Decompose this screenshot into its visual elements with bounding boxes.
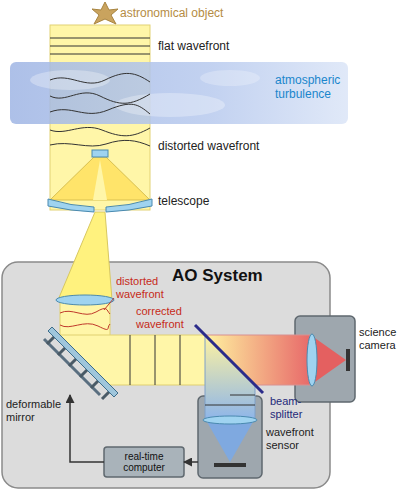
- real-time-computer: real-time computer: [104, 447, 184, 477]
- flat-wavefront-lines: [50, 38, 150, 54]
- actuator: [80, 370, 87, 377]
- reflected-light: [93, 160, 107, 200]
- cloud: [115, 93, 225, 117]
- node-label: atmospheric turbulence: [275, 74, 351, 102]
- wavefront-line: [50, 140, 150, 146]
- secondary-mirror: [92, 150, 108, 157]
- camera-lens: [307, 334, 317, 386]
- cloud: [200, 70, 260, 86]
- star-symbol: [92, 2, 118, 24]
- node-label: deformable mirror: [6, 398, 64, 423]
- telescope-label: telescope: [158, 195, 209, 209]
- light-cone: [58, 212, 112, 300]
- primary-mirror: [48, 199, 94, 212]
- mirror-actuators: [47, 337, 109, 399]
- sensor-detector: [214, 463, 246, 467]
- turbulence-band: atmospheric turbulence: [10, 62, 348, 124]
- node-shapes: [2, 62, 355, 488]
- node-label: science camera: [359, 326, 399, 351]
- primary-mirror: [106, 199, 152, 212]
- signal-arrow: [184, 461, 198, 463]
- distorted-wavefront-lines: [50, 73, 150, 146]
- node-label: AO System: [172, 266, 263, 286]
- wavefront-line: [60, 324, 110, 330]
- wavefront-line: [50, 46, 150, 47]
- wavefront-line: [60, 308, 110, 314]
- sensor-cone: [207, 422, 253, 462]
- deformable-mirror-plate: [48, 327, 118, 397]
- actuator: [69, 359, 76, 366]
- wavefront-line: [50, 73, 150, 83]
- wavefront-line: [205, 405, 255, 406]
- object-label: astronomical object: [120, 7, 223, 21]
- wavefront-line: [50, 93, 150, 103]
- wavefront-label: corrected wavefront: [136, 305, 192, 330]
- science-camera: science camera: [295, 316, 355, 402]
- beam-splitter-plate: [195, 325, 263, 393]
- sensor-wavefront-lines: [205, 395, 255, 405]
- wavefront-label: flat wavefront: [158, 40, 229, 54]
- converging-light: [50, 157, 150, 200]
- actuator: [47, 337, 54, 344]
- camera-detector: [346, 349, 350, 371]
- leader-line: [104, 298, 114, 310]
- wavefront-line: [130, 335, 131, 385]
- sensor-lens: [203, 416, 257, 424]
- deformable-mirror: deformable mirror: [20, 315, 115, 395]
- wavefront-line: [50, 54, 150, 55]
- node-label: wavefront sensor: [266, 426, 324, 451]
- wavefront-label: distorted wavefront: [158, 140, 259, 154]
- ao-system-box-shape: [2, 262, 330, 488]
- wavefront-label: distorted wavefront: [116, 275, 166, 300]
- wavefront-line: [50, 127, 150, 135]
- ao-system-box: deformable mirror wavefront sensor real-ti…: [2, 262, 330, 488]
- wavefront-line: [180, 335, 181, 385]
- wavefront-line: [50, 38, 150, 39]
- wavefront-line: [155, 335, 156, 385]
- actuator: [102, 392, 109, 399]
- wavefront-line: [50, 104, 150, 114]
- cloud: [30, 70, 110, 90]
- corrected-wavefront-lines: [130, 335, 180, 385]
- node-label: real-time computer: [104, 451, 184, 474]
- signal-arrow: [70, 395, 104, 462]
- optics: [30, 38, 350, 467]
- part-label: beam-splitter: [270, 395, 316, 420]
- actuator: [58, 348, 65, 355]
- collimating-lens: [56, 295, 114, 305]
- actuator: [91, 381, 98, 388]
- wavefront-line: [230, 395, 255, 396]
- real-time-computer-shape: [104, 447, 184, 477]
- wavefront-sensor: wavefront sensor: [198, 396, 262, 478]
